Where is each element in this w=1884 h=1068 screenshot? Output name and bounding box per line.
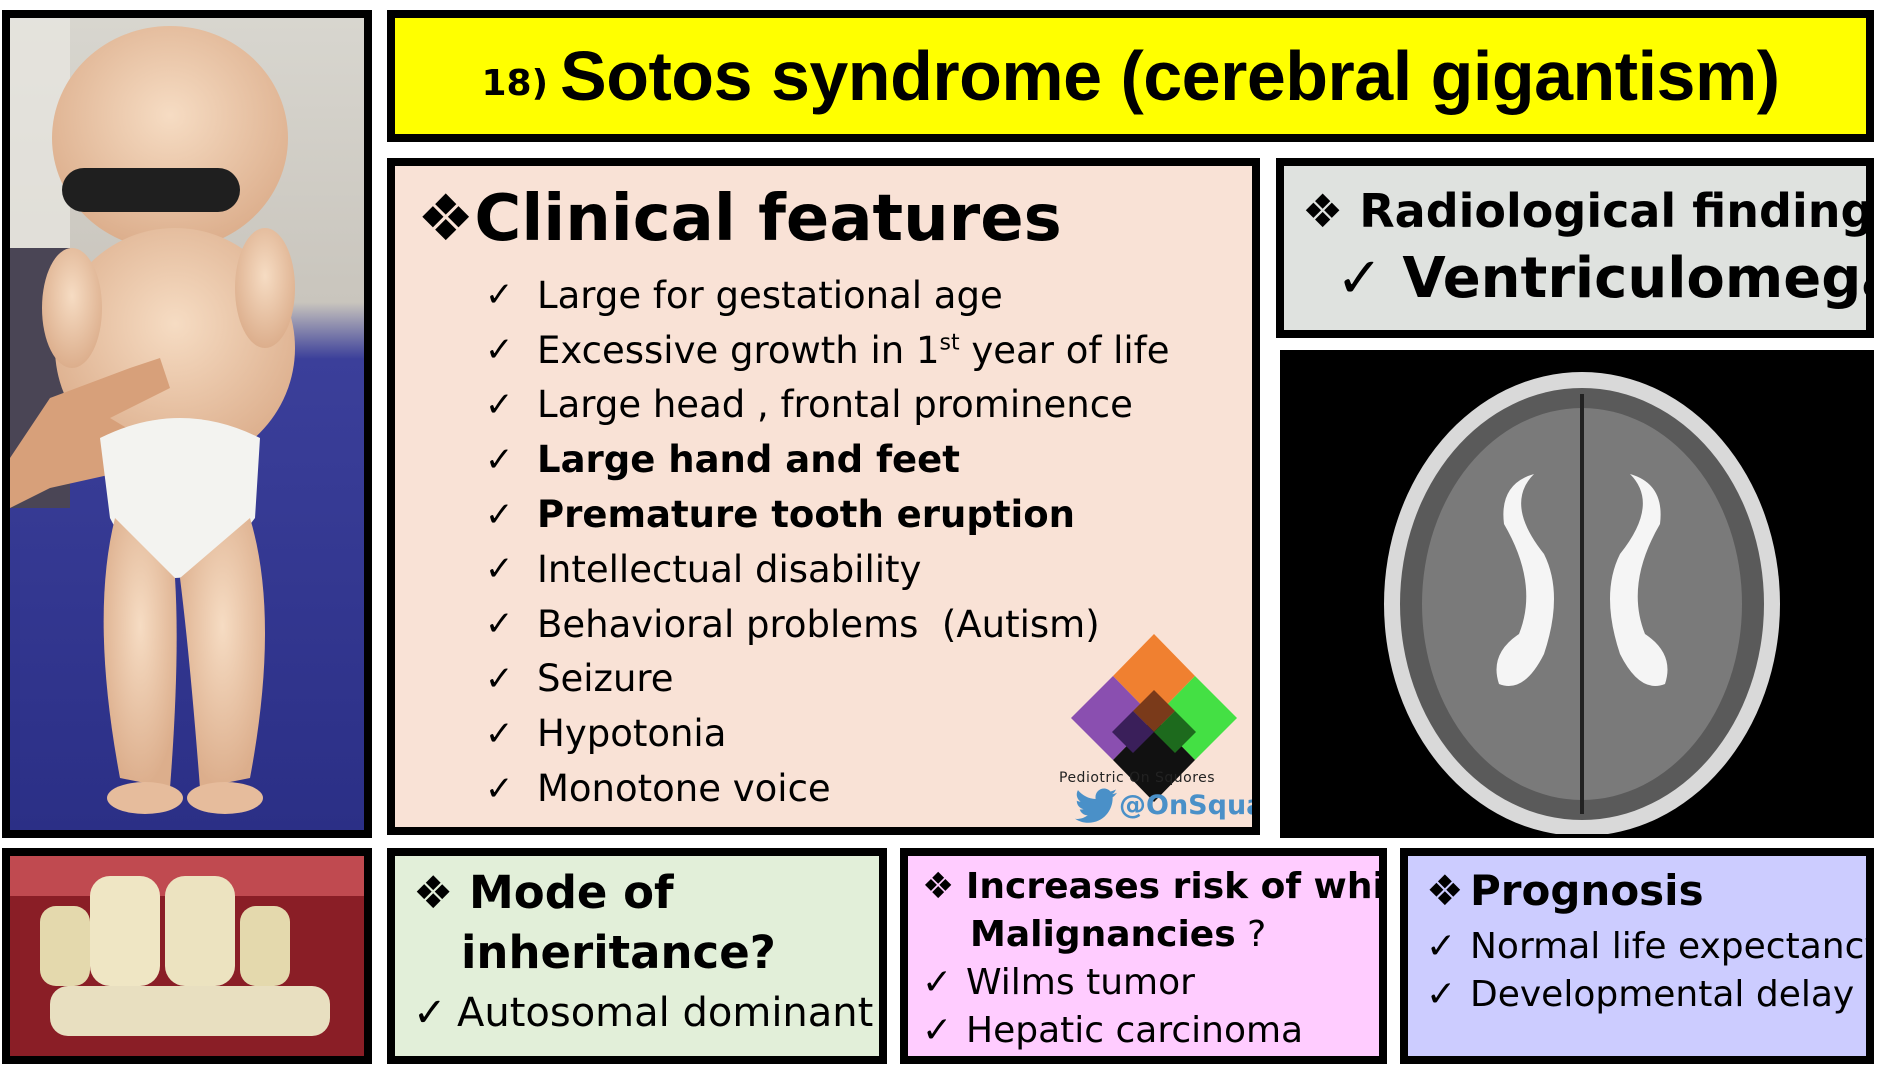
list-item: ✓Wilms tumor <box>922 962 1195 1003</box>
check-icon: ✓ <box>485 439 514 480</box>
list-item: ✓Monotone voice <box>485 767 831 811</box>
infant-photo <box>2 10 372 838</box>
check-icon: ✓ <box>485 768 514 809</box>
clinical-features-list: ✓Large for gestational age ✓Excessive gr… <box>485 268 1169 816</box>
check-icon: ✓ <box>1336 246 1383 311</box>
check-icon: ✓ <box>485 494 514 535</box>
twitter-handle-link[interactable]: @OnSquares <box>1119 790 1252 821</box>
teeth-illustration <box>10 856 364 1056</box>
infant-illustration <box>10 18 364 830</box>
diamond-bullet-icon: ❖ <box>1426 866 1464 915</box>
clinical-features-title: Clinical features <box>474 182 1062 256</box>
list-item: ✓Excessive growth in 1st year of life <box>485 328 1170 372</box>
inheritance-heading: ❖ Mode of <box>413 866 674 919</box>
twitter-icon[interactable] <box>1075 788 1117 824</box>
list-item: ✓Seizure <box>485 657 674 701</box>
mri-illustration <box>1284 354 1870 834</box>
brain-mri-image <box>1280 350 1874 838</box>
check-icon: ✓ <box>485 330 514 371</box>
list-item: ✓Normal life expectancy <box>1426 926 1874 967</box>
logo-caption: Pediotric On Squores <box>1059 770 1216 786</box>
diamond-bullet-icon: ❖ <box>413 866 454 919</box>
clinical-features-panel: ❖Clinical features ✓Large for gestationa… <box>387 158 1260 835</box>
malignancy-panel: ❖Increases risk of which Malignancies ? … <box>900 848 1387 1064</box>
list-item: ✓Behavioral problems (Autism) <box>485 602 1100 646</box>
list-item: ✓Hypotonia <box>485 712 727 756</box>
pediatric-on-squares-logo <box>1071 634 1237 802</box>
diamond-bullet-icon: ❖ <box>922 866 955 907</box>
slide-number: 18) <box>481 62 549 104</box>
inheritance-answer: ✓Autosomal dominant <box>413 990 874 1036</box>
radiology-answer: ✓ Ventriculomegaly <box>1336 246 1866 311</box>
check-icon: ✓ <box>1426 974 1457 1015</box>
check-icon: ✓ <box>485 549 514 590</box>
inheritance-heading-line2: inheritance? <box>461 926 776 979</box>
check-icon: ✓ <box>485 713 514 754</box>
diamond-bullet-icon: ❖ <box>417 182 475 256</box>
check-icon: ✓ <box>485 658 514 699</box>
teeth-photo <box>2 848 372 1064</box>
check-icon: ✓ <box>485 384 514 425</box>
list-item: ✓Hepatic carcinoma <box>922 1010 1304 1051</box>
list-item: ✓Developmental delay <box>1426 974 1855 1015</box>
inheritance-panel: ❖ Mode of inheritance? ✓Autosomal domina… <box>387 848 887 1064</box>
clinical-features-heading: ❖Clinical features <box>417 182 1062 256</box>
list-item: ✓Large for gestational age <box>485 273 1003 317</box>
title-banner: 18) Sotos syndrome (cerebral gigantism) <box>387 10 1874 142</box>
list-item: ✓Large head , frontal prominence <box>485 383 1133 427</box>
check-icon: ✓ <box>413 990 447 1036</box>
malignancy-heading: ❖Increases risk of which <box>922 866 1387 907</box>
check-icon: ✓ <box>922 1010 953 1051</box>
check-icon: ✓ <box>922 962 953 1003</box>
radiology-panel: ❖ Radiological finding ? ✓ Ventriculomeg… <box>1276 158 1874 338</box>
check-icon: ✓ <box>485 275 514 316</box>
malignancy-heading-line2: Malignancies ? <box>970 914 1267 955</box>
diamond-bullet-icon: ❖ <box>1302 184 1344 238</box>
page-title: Sotos syndrome (cerebral gigantism) <box>560 37 1780 115</box>
list-item: ✓Premature tooth eruption <box>485 493 1075 537</box>
prognosis-panel: ❖Prognosis ✓Normal life expectancy ✓Deve… <box>1400 848 1874 1064</box>
check-icon: ✓ <box>485 604 514 645</box>
list-item: ✓Intellectual disability <box>485 547 922 591</box>
list-item: ✓Large hand and feet <box>485 438 960 482</box>
check-icon: ✓ <box>1426 926 1457 967</box>
prognosis-heading: ❖Prognosis <box>1426 866 1704 915</box>
radiology-question: ❖ Radiological finding ? <box>1302 184 1874 238</box>
